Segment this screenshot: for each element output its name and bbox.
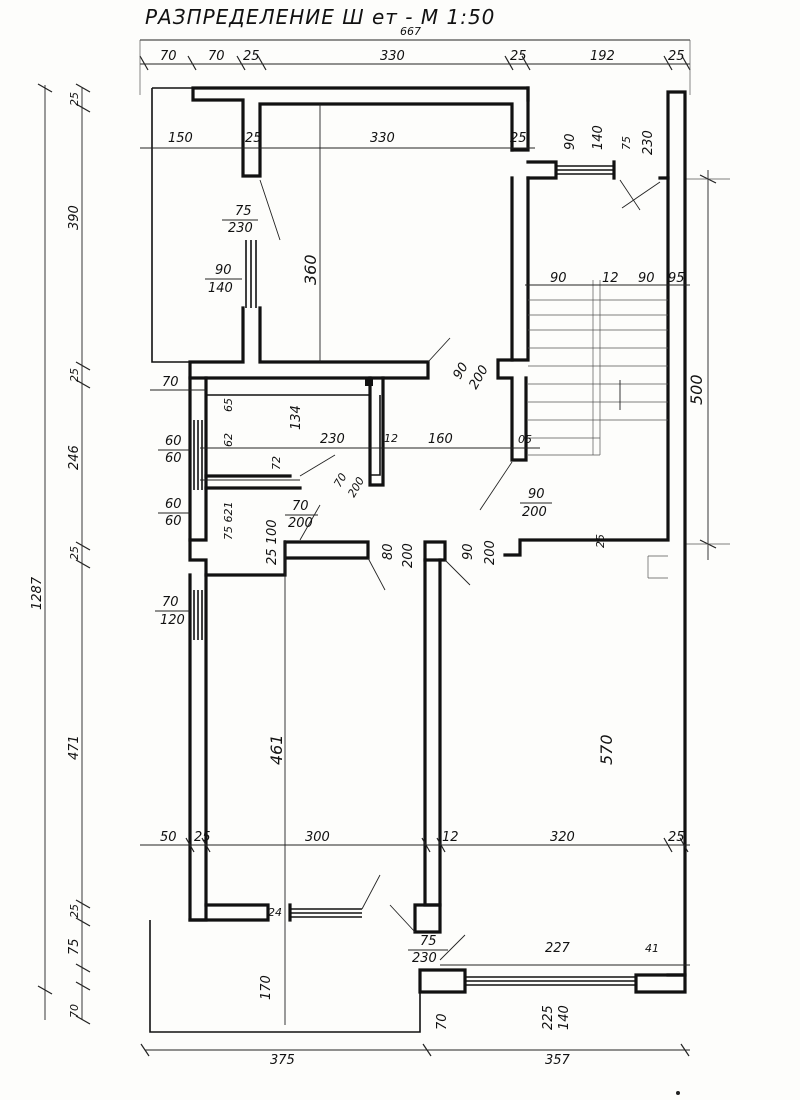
- dim-stair-90a: 90: [550, 271, 567, 286]
- dim-wc-621: 75 621: [222, 502, 235, 541]
- dim-wc-72: 72: [270, 456, 283, 470]
- dim-bath-65: 65: [222, 398, 235, 412]
- dim-bot-70: 70: [435, 1013, 450, 1030]
- left-dimension-chain: 390 25 25 246 1287 471 25 25 75 70: [30, 83, 91, 1025]
- dim-stair-140: 140: [591, 125, 606, 150]
- dim-hall-200c: 200: [483, 540, 498, 565]
- dim-top-192: 192: [590, 49, 615, 64]
- dim-bot-140: 140: [557, 1005, 572, 1030]
- dim-room1-25b: 25: [510, 131, 527, 146]
- dim-wc-70a: 70: [331, 471, 349, 490]
- dim-left-246: 246: [67, 445, 82, 470]
- dim-wc-70b: 70: [292, 499, 309, 514]
- dim-bed-120: 120: [160, 613, 185, 628]
- dim-wc-200b: 200: [288, 516, 313, 531]
- dim-room1-150: 150: [168, 131, 193, 146]
- dim-bot-230: 230: [412, 951, 437, 966]
- dim-bath-05: 05: [518, 433, 532, 446]
- dim-room1-330: 330: [370, 131, 395, 146]
- dim-hall-25: 25: [594, 534, 607, 548]
- dim-stair-12: 12: [602, 271, 619, 286]
- dim-bot-12: 12: [442, 830, 459, 845]
- dim-bot-227: 227: [545, 941, 571, 956]
- dim-left-390: 390: [67, 205, 82, 230]
- dim-r1-75: 75: [235, 204, 252, 219]
- dim-stair-230: 230: [641, 130, 656, 155]
- dim-r1-360: 360: [301, 254, 320, 285]
- dim-left-170: 170: [259, 975, 274, 1000]
- dim-stair-90b: 90: [638, 271, 655, 286]
- plan-title: РАЗПРЕДЕЛЕНИЕ Ш ет - М 1:50: [145, 5, 495, 29]
- interior-dimensions: [140, 104, 690, 1057]
- dim-win-60c: 60: [165, 497, 182, 512]
- dim-top-330: 330: [380, 49, 405, 64]
- dim-right-500: 500: [687, 374, 706, 405]
- dim-left-75: 75: [67, 938, 82, 955]
- dim-r1-140: 140: [208, 281, 233, 296]
- dim-bed-70: 70: [162, 595, 179, 610]
- dim-left-70: 70: [68, 1004, 81, 1018]
- dim-bot-25b: 25: [668, 830, 685, 845]
- dim-bath-160: 160: [428, 432, 453, 447]
- top-dimension-chain: 667 70 70 25 330 25 192 25: [139, 25, 691, 95]
- dim-win-60b: 60: [165, 451, 182, 466]
- dim-left-1287: 1287: [30, 576, 45, 610]
- windows: [193, 165, 636, 986]
- dim-bot-300: 300: [305, 830, 330, 845]
- dim-bot-25: 25: [194, 830, 211, 845]
- dim-win-60d: 60: [165, 514, 182, 529]
- dim-hall-90: 90: [528, 487, 545, 502]
- dim-r1-230: 230: [228, 221, 253, 236]
- dim-stair-75: 75: [620, 136, 633, 150]
- dim-bot-50: 50: [160, 830, 177, 845]
- dim-bath-230: 230: [320, 432, 345, 447]
- dim-bot-320: 320: [550, 830, 575, 845]
- dim-room1-25: 25: [245, 131, 262, 146]
- dim-bath-134: 134: [289, 405, 304, 430]
- dimension-labels: 150 25 330 25 90 140 75 230 75 230 90 14…: [155, 125, 685, 1068]
- dim-wc-100: 25 100: [265, 520, 280, 566]
- sheet-dot: [676, 1091, 680, 1095]
- dim-bot-225: 225: [541, 1005, 556, 1030]
- dim-top-total: 667: [400, 25, 421, 38]
- dim-hall-200: 200: [522, 505, 547, 520]
- vent-marker: [365, 378, 373, 386]
- dim-left-25d: 25: [68, 904, 81, 918]
- dim-bot-75: 75: [420, 934, 437, 949]
- dim-wc-62: 62: [222, 433, 235, 447]
- dim-hall-200b: 200: [401, 543, 416, 568]
- dim-top-25b: 25: [510, 49, 527, 64]
- dim-bot-357: 357: [545, 1053, 571, 1068]
- dim-bath-12: 12: [384, 432, 398, 445]
- dim-stair-90: 90: [563, 133, 578, 150]
- dim-top-25a: 25: [243, 49, 260, 64]
- dim-bot-375: 375: [270, 1053, 295, 1068]
- dim-left-25c: 25: [68, 546, 81, 560]
- dim-top-70b: 70: [208, 49, 225, 64]
- dim-r1-90: 90: [215, 263, 232, 278]
- dim-hall-90b: 90: [461, 543, 476, 560]
- dim-bath-70: 70: [162, 375, 179, 390]
- dim-hall-80: 80: [381, 543, 396, 560]
- door-swings: [259, 179, 661, 961]
- dim-bot-24: 24: [268, 906, 282, 919]
- dim-stair-95: 95: [668, 271, 685, 286]
- dim-top-25c: 25: [668, 49, 685, 64]
- dim-liv-570: 570: [597, 734, 616, 765]
- dim-bed-461: 461: [267, 734, 286, 765]
- dim-left-25b: 25: [68, 368, 81, 382]
- dim-left-25a: 25: [68, 92, 81, 106]
- dim-win-60a: 60: [165, 434, 182, 449]
- dim-top-70a: 70: [160, 49, 177, 64]
- stairs: [528, 280, 668, 456]
- dim-door-90: 90: [450, 360, 471, 382]
- dim-left-471: 471: [67, 735, 82, 760]
- dim-bot-41: 41: [645, 942, 659, 955]
- right-dimension: 500: [685, 170, 730, 560]
